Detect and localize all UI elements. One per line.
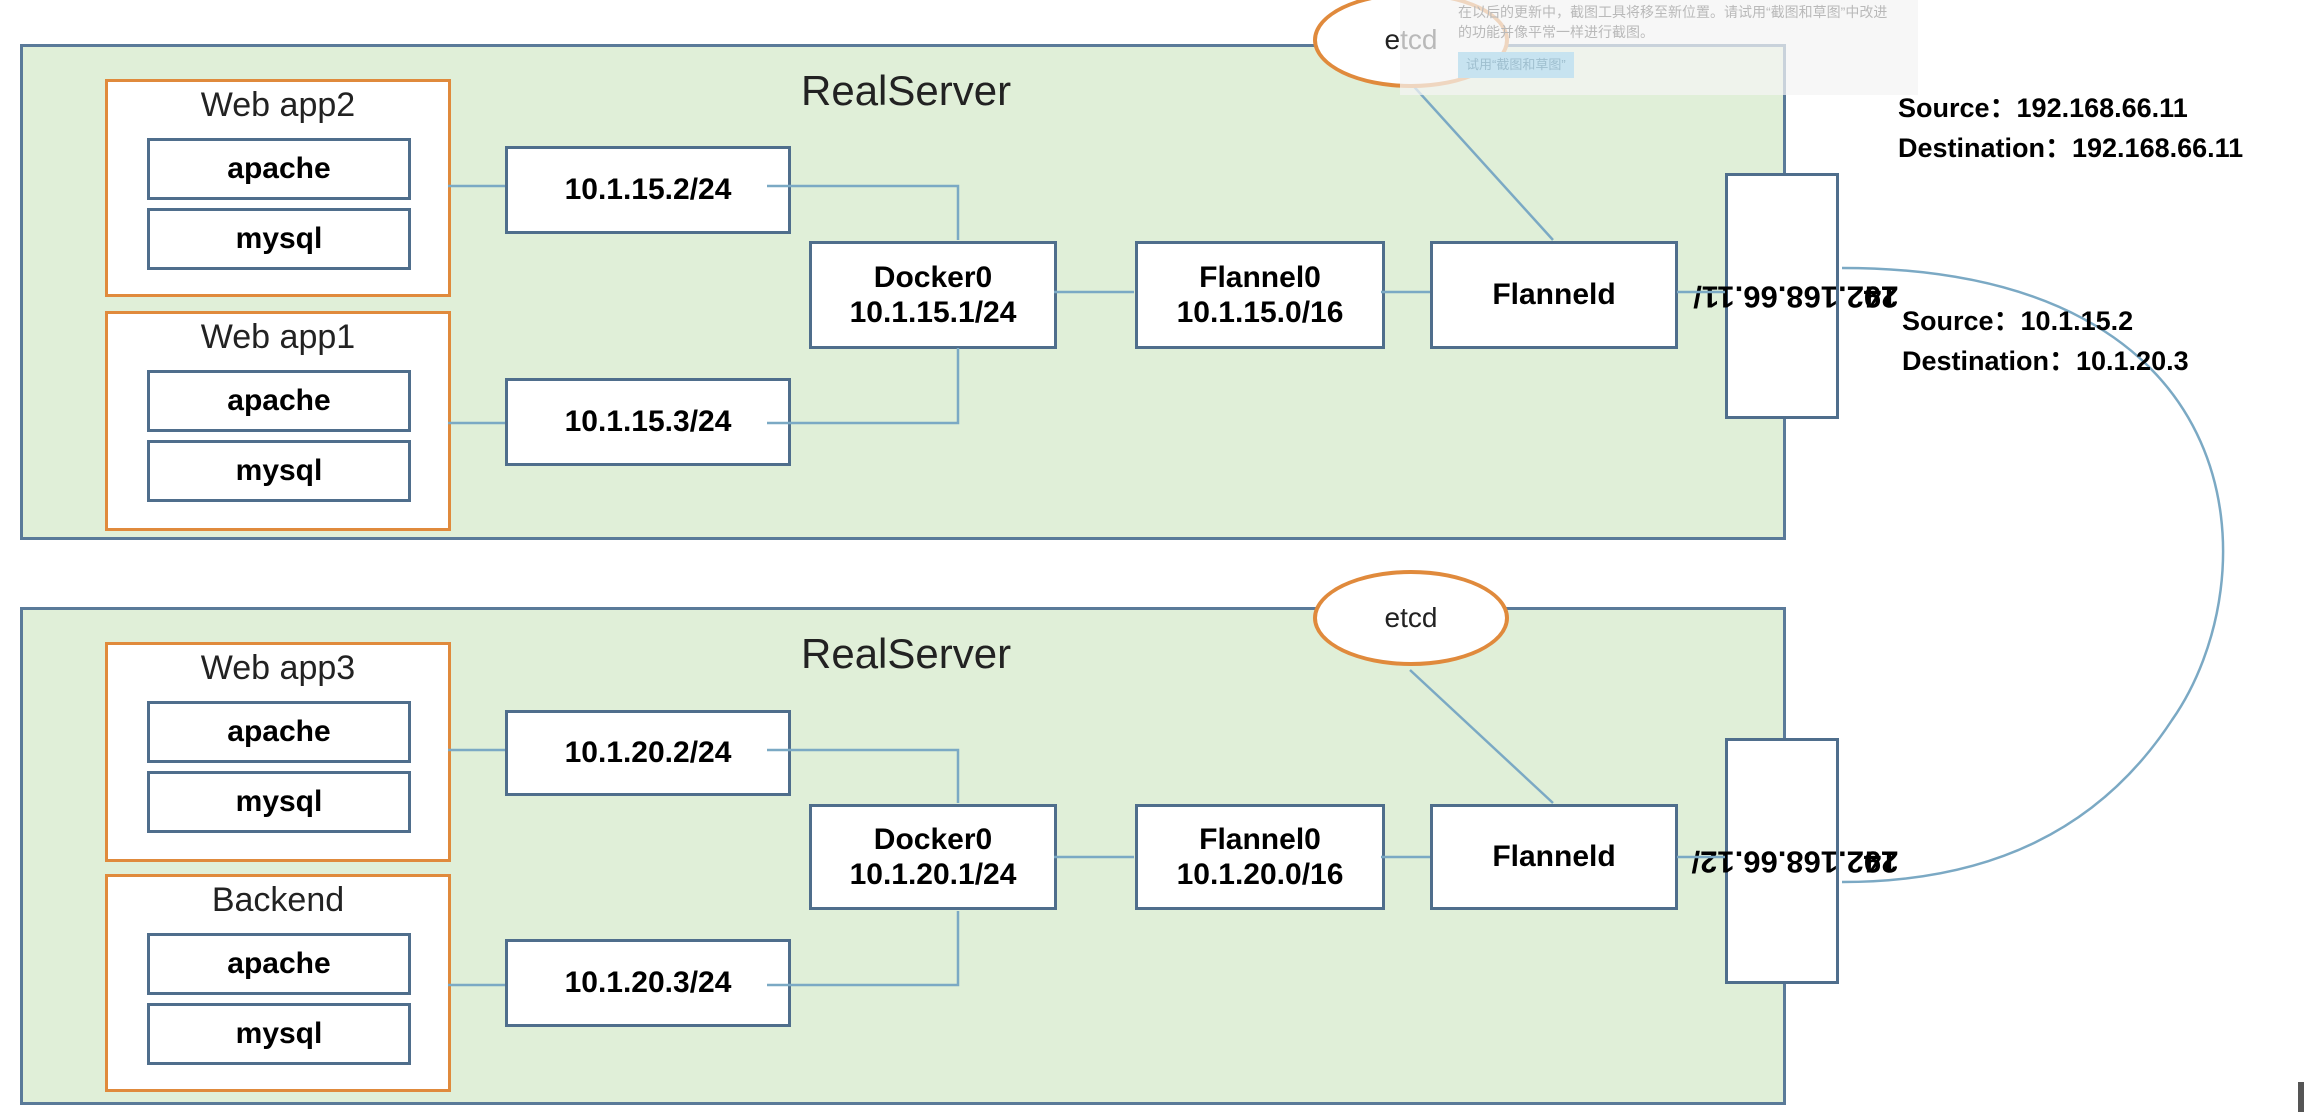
server-title: RealServer xyxy=(801,630,1012,677)
veth-ip: 10.1.20.2/24 xyxy=(564,736,732,770)
veth-box: 10.1.15.3/24 xyxy=(505,378,791,466)
wire-veth-docker0 xyxy=(767,184,960,240)
wire-etcd-flanneld xyxy=(1409,669,1554,804)
service-mysql: mysql xyxy=(147,1003,411,1065)
notification-popup: 在以后的更新中，截图工具将移至新位置。请试用“截图和草图”中改进的功能并像平常一… xyxy=(1400,0,1918,95)
service-mysql: mysql xyxy=(147,208,411,270)
veth-box: 10.1.20.2/24 xyxy=(505,710,791,796)
scrollbar-fragment[interactable] xyxy=(2298,1082,2304,1112)
docker0-label: Docker0 xyxy=(873,260,993,294)
docker0-bridge: Docker0 10.1.15.1/24 xyxy=(809,241,1057,349)
app-web-app1: Web app1 apache mysql xyxy=(105,311,451,531)
try-snip-sketch-button[interactable]: 试用“截图和草图” xyxy=(1458,52,1574,78)
wire-etcd-flanneld xyxy=(1407,79,1554,241)
flannel0-interface: Flannel0 10.1.20.0/16 xyxy=(1135,804,1385,910)
outer-packet-header: Source：192.168.66.11 Destination：192.168… xyxy=(1898,88,2243,168)
real-server-2: RealServer Web app3 apache mysql Backend… xyxy=(20,607,1898,1105)
service-apache: apache xyxy=(147,370,411,432)
outer-destination: Destination：192.168.66.11 xyxy=(1898,133,2244,163)
real-server-1: RealServer Web app2 apache mysql Web app… xyxy=(20,44,1898,540)
app-backend: Backend apache mysql xyxy=(105,874,451,1092)
docker0-ip: 10.1.20.1/24 xyxy=(849,858,1017,891)
flanneld-daemon: Flanneld xyxy=(1430,241,1678,349)
docker0-bridge: Docker0 10.1.20.1/24 xyxy=(809,804,1057,910)
flannel0-label: Flannel0 xyxy=(1199,260,1321,294)
server-title: RealServer xyxy=(801,67,1012,114)
veth-ip: 10.1.15.2/24 xyxy=(564,173,732,207)
outer-source: Source：192.168.66.11 xyxy=(1898,93,2188,123)
host-nic: 192.168.66.11/24 xyxy=(1693,173,1898,419)
service-apache: apache xyxy=(147,701,411,763)
flanneld-label: Flanneld xyxy=(1492,840,1616,874)
inner-packet-header: Source：10.1.15.2 Destination：10.1.20.3 xyxy=(1902,301,2189,381)
inner-destination: Destination：10.1.20.3 xyxy=(1902,346,2189,376)
wire-veth-docker0 xyxy=(767,911,960,987)
flannel0-interface: Flannel0 10.1.15.0/16 xyxy=(1135,241,1385,349)
etcd-node: etcd xyxy=(1313,570,1509,666)
service-mysql: mysql xyxy=(147,771,411,833)
veth-box: 10.1.15.2/24 xyxy=(505,146,791,234)
docker0-label: Docker0 xyxy=(873,822,993,856)
flanneld-label: Flanneld xyxy=(1492,278,1616,312)
service-mysql: mysql xyxy=(147,440,411,502)
app-web-app3: Web app3 apache mysql xyxy=(105,642,451,862)
app-title: Backend xyxy=(211,881,345,919)
service-apache: apache xyxy=(147,138,411,200)
overlay-network-link xyxy=(1841,266,2225,884)
flannel0-ip: 10.1.20.0/16 xyxy=(1176,858,1344,891)
flannel0-ip: 10.1.15.0/16 xyxy=(1176,296,1344,329)
wire-veth-docker0 xyxy=(767,748,960,803)
app-title: Web app2 xyxy=(200,86,356,124)
inner-source: Source：10.1.15.2 xyxy=(1902,306,2134,336)
app-web-app2: Web app2 apache mysql xyxy=(105,79,451,297)
flanneld-daemon: Flanneld xyxy=(1430,804,1678,910)
notification-text: 在以后的更新中，截图工具将移至新位置。请试用“截图和草图”中改进的功能并像平常一… xyxy=(1458,4,1888,40)
app-title: Web app1 xyxy=(200,318,356,356)
service-apache: apache xyxy=(147,933,411,995)
veth-ip: 10.1.20.3/24 xyxy=(564,966,732,1000)
app-title: Web app3 xyxy=(200,649,356,687)
flannel0-label: Flannel0 xyxy=(1199,822,1321,856)
veth-box: 10.1.20.3/24 xyxy=(505,939,791,1027)
docker0-ip: 10.1.15.1/24 xyxy=(849,296,1017,329)
veth-ip: 10.1.15.3/24 xyxy=(564,405,732,439)
wire-veth-docker0 xyxy=(767,348,960,425)
host-nic: 192.168.66.12/24 xyxy=(1691,738,1898,984)
